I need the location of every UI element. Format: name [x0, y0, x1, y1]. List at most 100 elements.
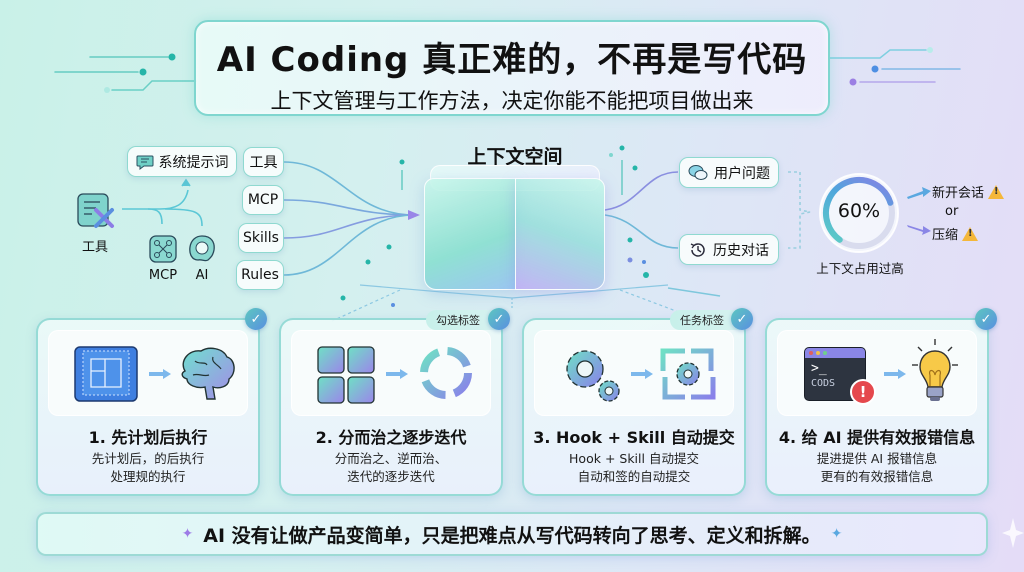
card-desc-line: 先计划后，的后执行 — [91, 451, 205, 466]
arrow-right-icon — [386, 369, 408, 379]
card-description: 分而治之、逆而治、 迭代的逐步迭代 — [281, 450, 501, 486]
user-question-label: 用户问题 — [714, 165, 770, 182]
cube-left-face — [424, 178, 516, 290]
option-or: or — [945, 204, 959, 219]
ai-icon — [189, 235, 215, 262]
gauge-value: 60% — [837, 200, 881, 222]
card-illustration — [291, 330, 491, 416]
input-chip-rules: Rules — [236, 260, 284, 290]
tools-source: 工具 — [76, 192, 120, 255]
card-description: Hook + Skill 自动提交 自动和签的自动提交 — [524, 450, 744, 486]
ai-source: AI — [187, 234, 217, 283]
cycle-arrows-icon — [420, 347, 472, 399]
card-tag: 任务标签 — [670, 310, 750, 330]
cube-base-decoration — [329, 160, 701, 323]
title-box: AI Coding 真正难的，不再是写代码 上下文管理与工作方法，决定你能不能把… — [194, 20, 830, 116]
card-title: 3. Hook + Skill 自动提交 — [533, 428, 735, 447]
footer-banner: ✦ AI 没有让做产品变简单，只是把难点从写代码转向了思考、定义和拆解。 ✦ — [36, 512, 988, 556]
right-circuit-lines — [829, 47, 961, 86]
lightbulb-icon — [912, 339, 958, 401]
output-flow-lines — [604, 171, 811, 297]
sparkle-icon: ✦ — [830, 526, 843, 542]
chat-bubble-icon — [136, 155, 153, 170]
page-title: AI Coding 真正难的，不再是写代码 — [216, 40, 808, 80]
input-chip-label: Skills — [243, 230, 279, 246]
card-desc-line: 处理规的执行 — [110, 469, 186, 484]
card-description: 先计划后，的后执行 处理规的执行 — [38, 450, 258, 486]
option-compress-label: 压缩 — [932, 228, 959, 243]
input-chip-skills: Skills — [238, 223, 284, 253]
card-desc-line: Hook + Skill 自动提交 — [569, 451, 699, 466]
option-new-session: 新开会话 — [932, 182, 1005, 201]
puzzle-icon — [317, 346, 375, 404]
check-badge-icon: ✓ — [975, 308, 997, 330]
error-badge-icon: ! — [850, 379, 876, 405]
ai-source-label: AI — [195, 268, 209, 283]
left-circuit-lines — [54, 53, 197, 93]
input-chip-mcp: MCP — [242, 185, 284, 215]
tools-icon — [77, 193, 114, 228]
card-illustration: >_ CODS ! — [777, 330, 977, 416]
option-compress: 压缩 — [932, 224, 979, 243]
card-illustration — [48, 330, 248, 416]
arrow-right-icon — [884, 369, 906, 379]
speech-bubbles-icon — [688, 164, 708, 180]
gauge-fill — [823, 177, 895, 249]
sparkle-icon: ✦ — [181, 526, 194, 542]
user-question-chip: 用户问题 — [679, 157, 779, 188]
cube-right-face — [515, 178, 605, 290]
card-title: 2. 分而治之逐步迭代 — [315, 428, 467, 447]
card-desc-line: 更有的有效报错信息 — [820, 469, 934, 484]
footer-sparkle-right — [1002, 518, 1024, 548]
arrow-to-new-session-icon — [907, 187, 931, 199]
tool-flow-lines — [122, 178, 203, 227]
card-desc-line: 迭代的逐步迭代 — [347, 469, 435, 484]
check-badge-icon: ✓ — [245, 308, 267, 330]
tools-source-label: 工具 — [82, 240, 109, 255]
gears-icon — [566, 350, 620, 402]
card-tag: 勾选标签 — [426, 310, 506, 330]
arrow-to-compress-icon — [907, 225, 931, 235]
input-chip-label: 工具 — [249, 155, 278, 171]
card-illustration — [534, 330, 734, 416]
card-title: 1. 先计划后执行 — [88, 428, 208, 447]
input-flow-lines — [283, 161, 420, 276]
card-title: 4. 给 AI 提供有效报错信息 — [778, 428, 976, 447]
warning-icon — [962, 226, 979, 241]
mcp-source: MCP — [145, 234, 181, 283]
card-desc-line: 自动和签的自动提交 — [577, 469, 691, 484]
gauge-label: 上下文占用过高 — [816, 261, 904, 276]
system-prompt-chip: 系统提示词 — [127, 146, 237, 177]
blueprint-icon — [74, 346, 138, 402]
card-divide-and-conquer: 2. 分而治之逐步迭代 分而治之、逆而治、 迭代的逐步迭代 — [279, 318, 503, 496]
input-chip-tools: 工具 — [243, 147, 284, 177]
warning-icon — [988, 184, 1005, 199]
page-subtitle: 上下文管理与工作方法，决定你能不能把项目做出来 — [270, 89, 754, 113]
check-badge-icon: ✓ — [731, 308, 753, 330]
card-desc-line: 分而治之、逆而治、 — [334, 451, 448, 466]
brain-icon — [181, 347, 235, 400]
arrow-right-icon — [149, 369, 171, 379]
input-chip-label: MCP — [247, 192, 279, 208]
arrow-right-icon — [631, 369, 653, 379]
card-description: 提进提供 AI 报错信息 更有的有效报错信息 — [767, 450, 987, 486]
input-chip-label: Rules — [241, 267, 279, 283]
context-space-title: 上下文空间 — [467, 146, 563, 168]
footer-text: AI 没有让做产品变简单，只是把难点从写代码转向了思考、定义和拆解。 — [203, 524, 821, 547]
option-new-session-label: 新开会话 — [932, 186, 985, 201]
card-hook-skill: 3. Hook + Skill 自动提交 Hook + Skill 自动提交 自… — [522, 318, 746, 496]
mcp-icon — [149, 235, 177, 263]
history-clock-icon — [690, 242, 705, 257]
card-desc-line: 提进提供 AI 报错信息 — [816, 451, 938, 466]
history-label: 历史对话 — [713, 242, 769, 259]
mcp-source-label: MCP — [148, 268, 178, 283]
terminal-text: CODS — [811, 378, 836, 389]
card-plan-first: 1. 先计划后执行 先计划后，的后执行 处理规的执行 — [36, 318, 260, 496]
floating-dots — [340, 145, 649, 307]
card-error-info: >_ CODS ! 4. 给 AI 提供有效报错信息 提进提供 AI 报错信息 … — [765, 318, 989, 496]
history-chip: 历史对话 — [679, 234, 779, 265]
check-badge-icon: ✓ — [488, 308, 510, 330]
context-usage-gauge — [819, 173, 899, 253]
system-prompt-label: 系统提示词 — [158, 154, 229, 171]
